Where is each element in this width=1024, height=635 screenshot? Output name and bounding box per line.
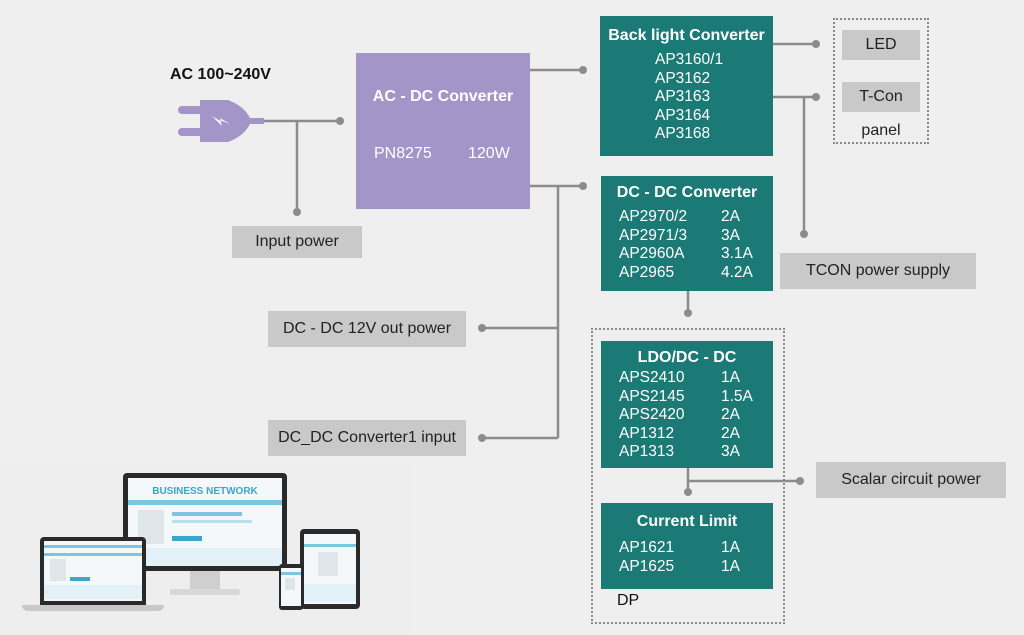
brand-text: BUSINESS NETWORK [152,486,258,497]
laptop [40,537,146,605]
panel-group: LED T-Con panel [833,18,929,144]
power-plug-icon [178,100,264,142]
ac-dc-part: PN8275 [374,145,432,162]
dc-12v-out-label: DC - DC 12V out power [268,311,466,347]
ac-input-label: AC 100~240V [170,66,271,83]
tcon-power-supply-label: TCON power supply [780,253,976,289]
ac-dc-power: 120W [468,145,510,162]
ac-dc-converter-block: AC - DC Converter PN8275 120W [356,53,530,209]
backlight-part: AP3160/1 [655,51,724,68]
backlight-part: AP3168 [655,125,711,142]
backlight-part: AP3164 [655,106,711,124]
responsive-devices-illustration: BUSINESS NETWORK [0,460,410,635]
desktop-monitor: BUSINESS NETWORK [123,473,287,571]
ldo-title: LDO/DC - DC [637,349,737,366]
backlight-part: AP3163 [655,88,711,105]
backlight-part: AP3162 [655,69,711,87]
scalar-circuit-power-label: Scalar circuit power [816,462,1006,498]
dc-dc-converter1-input-label: DC_DC Converter1 input [268,420,466,456]
current-limit-title: Current Limit [636,513,738,530]
tcon-item: T-Con [842,82,920,112]
input-power-label: Input power [232,226,362,258]
dp-group: DP [591,328,785,624]
dc-dc-title: DC - DC Converter [616,184,758,201]
backlight-converter-block: Back light Converter AP3160/1 AP3162 AP3… [600,16,773,156]
phone [279,564,303,610]
led-item: LED [842,30,920,60]
tablet [300,529,360,609]
panel-label: panel [861,122,901,139]
ac-dc-title: AC - DC Converter [372,88,514,105]
dp-label: DP [617,592,640,609]
backlight-title: Back light Converter [608,27,765,44]
